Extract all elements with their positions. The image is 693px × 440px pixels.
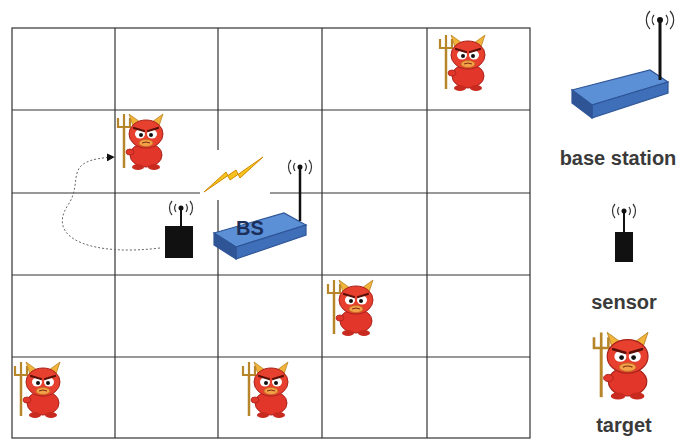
node-label: BS bbox=[236, 217, 264, 239]
legend-label: target bbox=[596, 414, 652, 436]
legend-target-icon bbox=[594, 332, 648, 399]
base-station-box: BS bbox=[214, 195, 308, 263]
sensor-symbol bbox=[165, 201, 193, 258]
target-icons bbox=[15, 35, 485, 418]
spark-clearing bbox=[200, 150, 270, 200]
lightning-bolt bbox=[204, 157, 263, 192]
legend-label: sensor bbox=[591, 291, 657, 313]
legend-label: base station bbox=[560, 147, 677, 169]
sensor-path bbox=[62, 157, 160, 250]
legend-base-station-icon bbox=[572, 11, 674, 118]
legend-sensor-icon bbox=[612, 204, 635, 262]
grid bbox=[12, 28, 530, 438]
